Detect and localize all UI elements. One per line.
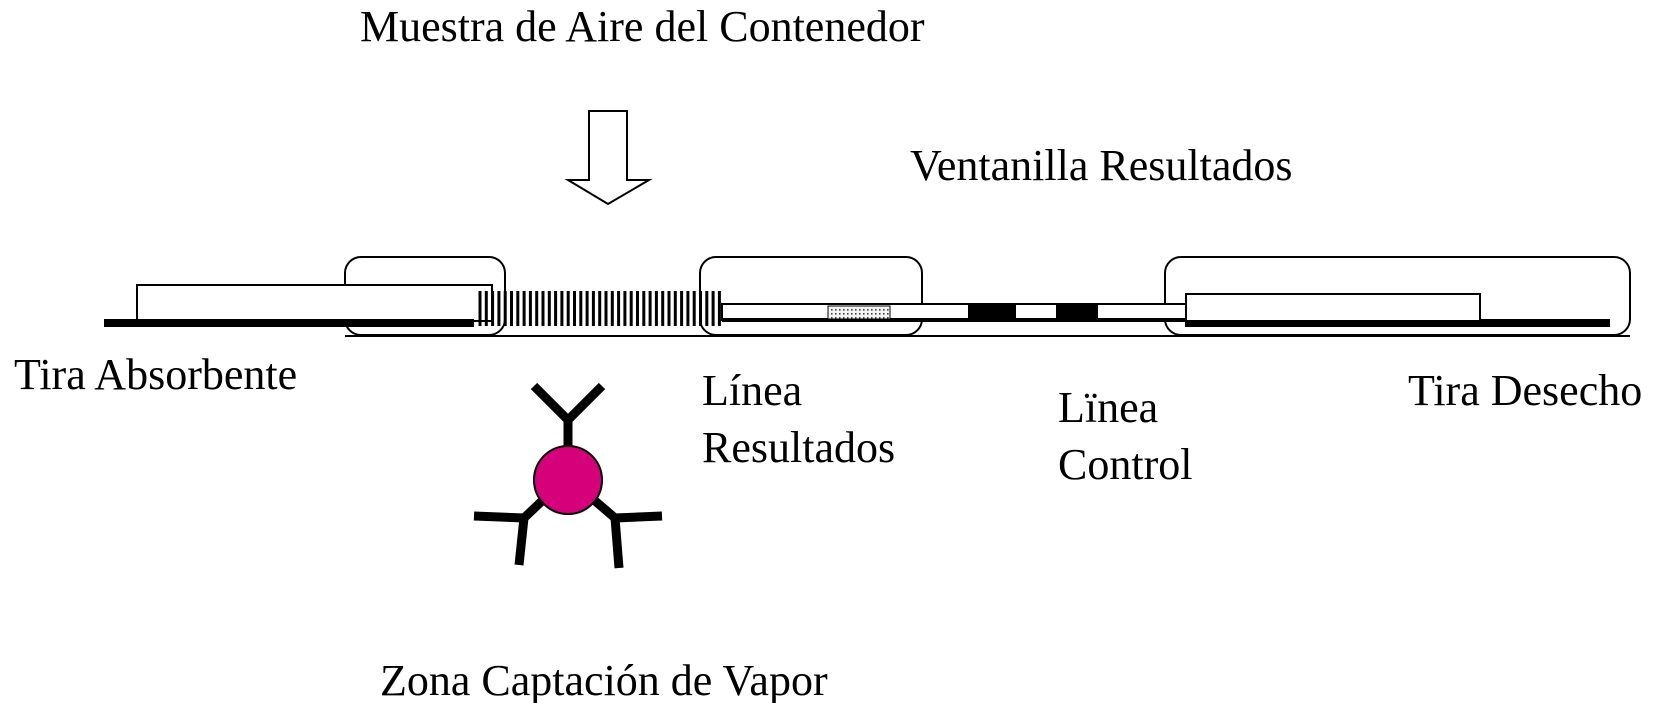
results-line-dot	[867, 309, 869, 311]
results-line-dot	[851, 309, 853, 311]
results-line-dot	[859, 309, 861, 311]
results-line-dot	[871, 309, 873, 311]
control-band-1	[968, 304, 1016, 322]
results-line-dot	[887, 317, 889, 319]
antibody-bead	[533, 445, 603, 515]
results-line-dot	[831, 309, 833, 311]
membrane-bottom	[722, 318, 1187, 322]
results-line-dot	[835, 313, 837, 315]
results-line-dot	[847, 309, 849, 311]
down-arrow-icon	[564, 110, 653, 206]
results-line-mark	[827, 305, 891, 320]
results-line-dot	[839, 313, 841, 315]
waste-strip-label: Tira Desecho	[1408, 366, 1642, 415]
results-window-label: Ventanilla Resultados	[910, 141, 1293, 190]
results-line-dot	[867, 317, 869, 319]
control-band-2	[1056, 304, 1098, 322]
results-line-dot	[843, 317, 845, 319]
housing-window	[699, 256, 923, 336]
backing-card-left	[104, 319, 474, 327]
results-line-dot	[871, 317, 873, 319]
results-line-dot	[835, 309, 837, 311]
results-line-dot	[863, 313, 865, 315]
results-line-dot	[871, 313, 873, 315]
results-line-dot	[863, 317, 865, 319]
results-line-dot	[839, 309, 841, 311]
results-line-dot	[851, 317, 853, 319]
results-line-dot	[859, 313, 861, 315]
absorbent-strip-label: Tira Absorbente	[14, 350, 297, 399]
results-line-dot	[839, 317, 841, 319]
results-line-dot	[863, 309, 865, 311]
backing-card-right	[1185, 319, 1610, 327]
results-line-dot	[847, 313, 849, 315]
vapor-zone-label: Zona Captación de Vapor	[380, 656, 828, 703]
results-line-dot	[879, 309, 881, 311]
results-line-dot	[875, 317, 877, 319]
results-line-dot	[875, 313, 877, 315]
antibody-conjugate-icon	[473, 382, 663, 569]
air-sample-label: Muestra de Aire del Contenedor	[360, 2, 925, 51]
membrane-strip	[721, 303, 1188, 321]
results-line-dot	[831, 313, 833, 315]
results-line-dot	[883, 313, 885, 315]
results-line-dot	[855, 317, 857, 319]
results-line-dot	[887, 309, 889, 311]
results-line-dot	[855, 313, 857, 315]
results-line-dot	[835, 317, 837, 319]
results-line-label-2: Resultados	[702, 423, 895, 472]
results-line-dot	[867, 313, 869, 315]
results-line-dot	[851, 313, 853, 315]
results-line-label-1: Línea	[702, 366, 802, 415]
results-line-dot	[883, 317, 885, 319]
results-line-dot	[855, 309, 857, 311]
results-line-dot	[831, 317, 833, 319]
results-line-dot	[859, 317, 861, 319]
results-line-dot	[875, 309, 877, 311]
control-line-label-2: Control	[1058, 440, 1192, 489]
control-line-label-1: Lïnea	[1058, 383, 1158, 432]
results-line-dot	[843, 313, 845, 315]
results-line-dot	[879, 313, 881, 315]
absorbent-pad	[136, 284, 493, 322]
waste-pad	[1185, 293, 1481, 322]
results-line-dot	[879, 317, 881, 319]
results-line-dot	[843, 309, 845, 311]
results-line-dot	[847, 317, 849, 319]
results-line-dot	[887, 313, 889, 315]
conjugate-pad	[478, 291, 721, 326]
results-line-dot	[883, 309, 885, 311]
